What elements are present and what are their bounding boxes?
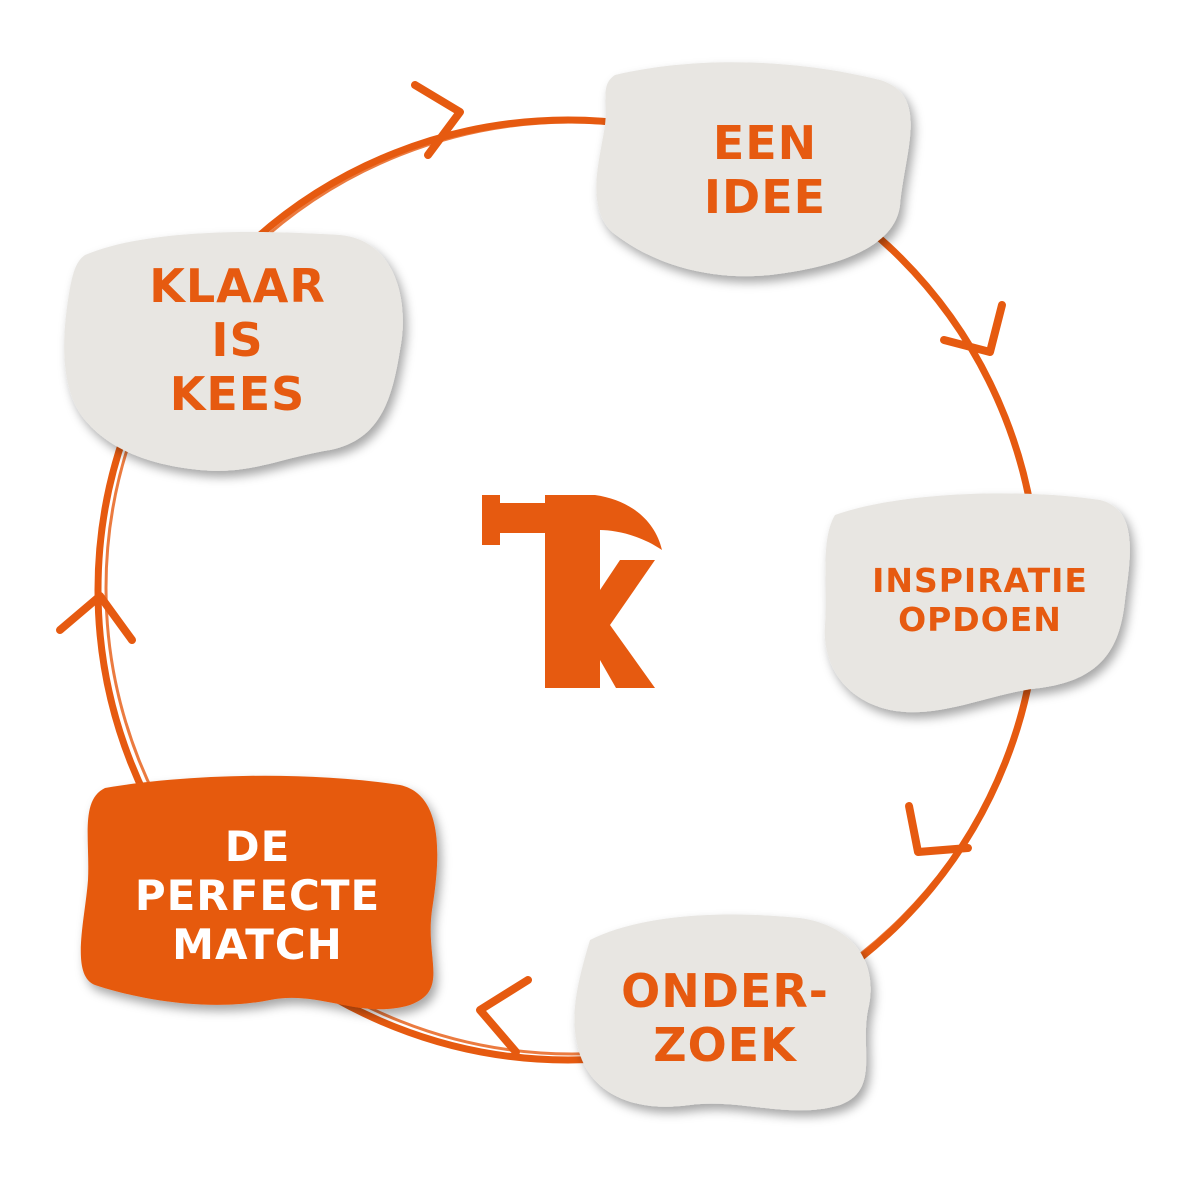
step-label-de-perfecte-match: DE PERFECTE MATCH [134, 821, 381, 969]
step-label-klaar-is-kees: KLAAR IS KEES [149, 259, 326, 421]
step-label-onderzoek: ONDER- ZOEK [621, 963, 829, 1072]
step-blob-inspiratie-opdoen [824, 493, 1130, 713]
step-blob-de-perfecte-match [80, 775, 438, 1010]
arrow-top-icon [411, 81, 464, 159]
hammer-k-logo-icon [482, 495, 662, 688]
flow-arrows [56, 81, 1006, 1056]
step-blob-klaar-is-kees [64, 231, 403, 471]
step-blob-onderzoek [574, 914, 871, 1111]
step-label-inspiratie-opdoen: INSPIRATIE OPDOEN [872, 561, 1088, 639]
arrow-bottom-icon [476, 976, 532, 1056]
step-blob-een-idee [596, 62, 911, 277]
arrow-right-upper-icon [940, 301, 1006, 356]
arrow-left-icon [56, 592, 136, 644]
arrow-right-lower-icon [905, 802, 972, 856]
step-label-een-idee: EEN IDEE [703, 116, 827, 224]
